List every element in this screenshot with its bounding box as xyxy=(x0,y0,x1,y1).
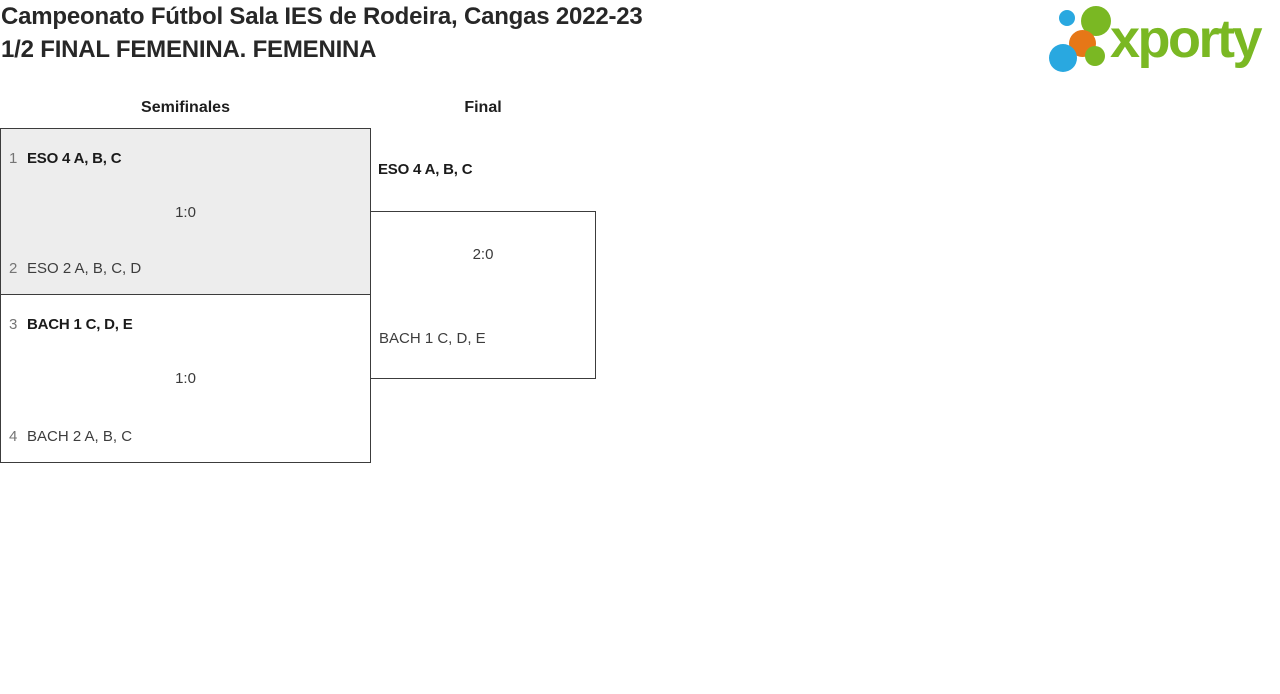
team-row-loser: 2 ESO 2 A, B, C, D xyxy=(1,260,370,278)
team-name: BACH 2 A, B, C xyxy=(27,428,133,445)
team-name: BACH 1 C, D, E xyxy=(27,316,133,333)
match-final[interactable]: 2:0 BACH 1 C, D, E xyxy=(370,211,596,379)
match-score: 1:0 xyxy=(175,370,196,387)
page-subtitle: 1/2 FINAL FEMENINA. FEMENINA xyxy=(1,36,377,63)
team-row-winner: 3 BACH 1 C, D, E xyxy=(1,316,370,334)
team-seed: 3 xyxy=(9,316,18,333)
page-title: Campeonato Fútbol Sala IES de Rodeira, C… xyxy=(1,3,643,30)
match-semifinal-2[interactable]: 3 BACH 1 C, D, E 1:0 4 BACH 2 A, B, C xyxy=(0,294,371,463)
xporty-logo[interactable]: xporty xyxy=(1048,2,1280,74)
team-name: ESO 4 A, B, C xyxy=(27,150,122,167)
team-row-winner: 1 ESO 4 A, B, C xyxy=(1,150,370,168)
round-header-final: Final xyxy=(464,99,502,116)
team-name: ESO 2 A, B, C, D xyxy=(27,260,142,277)
logo-dot-blue-large-icon xyxy=(1049,44,1077,72)
match-score: 1:0 xyxy=(175,204,196,221)
match-semifinal-1[interactable]: 1 ESO 4 A, B, C 1:0 2 ESO 2 A, B, C, D xyxy=(0,128,371,295)
team-seed: 1 xyxy=(9,150,18,167)
match-score: 2:0 xyxy=(472,246,494,263)
logo-dot-green-small-icon xyxy=(1085,46,1105,66)
xporty-wordmark: xporty xyxy=(1110,9,1263,69)
team-seed: 2 xyxy=(9,260,18,277)
final-team-winner: ESO 4 A, B, C xyxy=(378,161,473,178)
team-row-loser: 4 BACH 2 A, B, C xyxy=(1,428,370,446)
team-seed: 4 xyxy=(9,428,18,445)
round-header-semifinales: Semifinales xyxy=(141,99,230,116)
final-team-loser: BACH 1 C, D, E xyxy=(379,330,486,347)
logo-dot-blue-small-icon xyxy=(1059,10,1075,26)
